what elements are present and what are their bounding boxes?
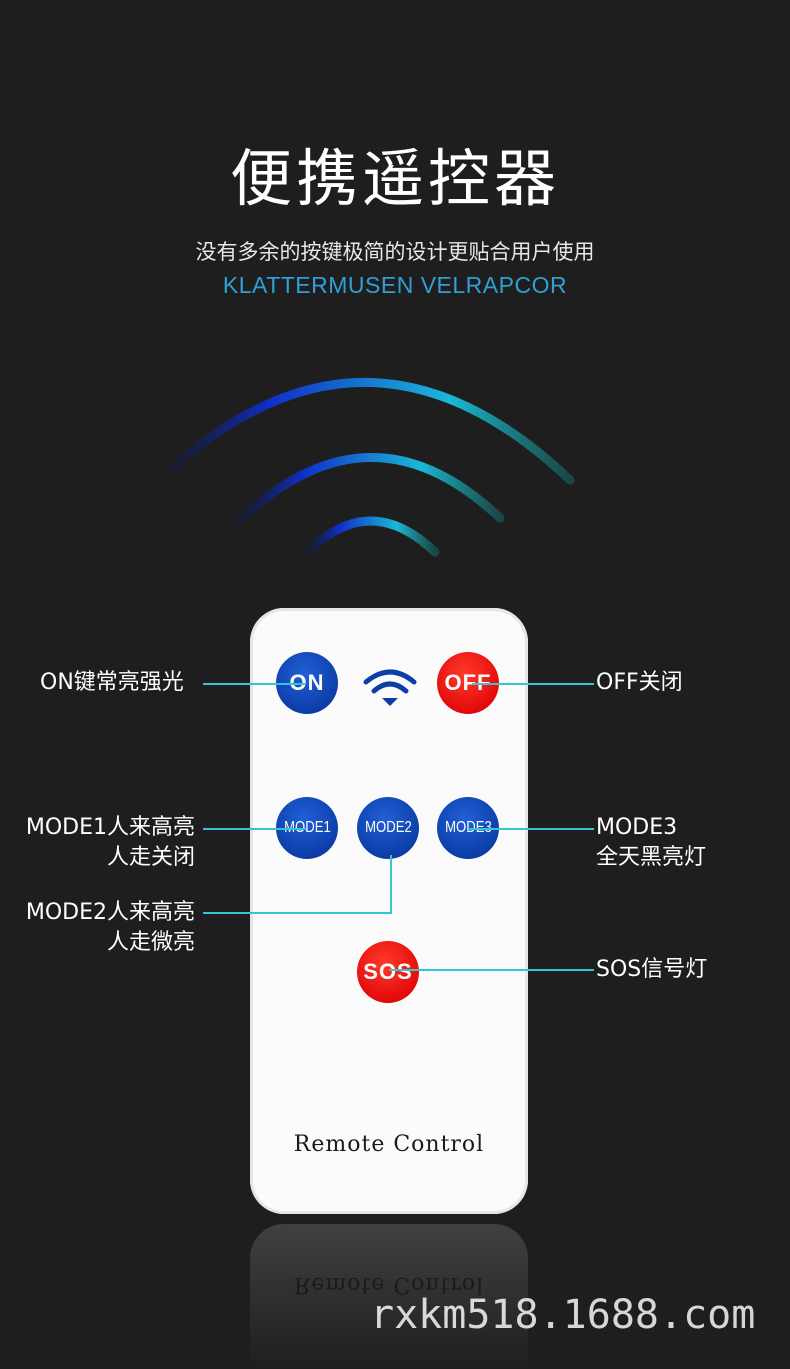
remote-control-body: ON OFF MODE1 MODE2 MODE3 SOS Remote Cont… (250, 608, 528, 1214)
mode2-annotation: MODE2人来高亮 人走微亮 (0, 898, 195, 958)
remote-reflection: Remote Control (250, 1224, 528, 1369)
mode1-annotation-line2: 人走关闭 (106, 845, 195, 870)
remote-control-label: Remote Control (293, 1132, 485, 1157)
sos-button[interactable]: SOS (357, 941, 419, 1003)
on-annotation: ON键常亮强光 (40, 670, 184, 695)
page-title: 便携遥控器 (229, 142, 560, 215)
mode2-annotation-line1: MODE2人来高亮 (25, 900, 195, 925)
sos-leader-line (389, 969, 594, 971)
mode3-annotation-line1: MODE3 (596, 815, 678, 840)
page-subtitle-english: KLATTERMUSEN VELRAPCOR (222, 272, 568, 298)
mode2-leader-line-horizontal (203, 912, 392, 914)
mode1-annotation-line1: MODE1人来高亮 (25, 815, 195, 840)
mode2-button[interactable]: MODE2 (357, 797, 419, 859)
mode3-button-label: MODE3 (445, 819, 492, 837)
mode3-leader-line (468, 828, 594, 830)
mode1-annotation: MODE1人来高亮 人走关闭 (0, 813, 195, 873)
off-annotation: OFF关闭 (596, 670, 683, 695)
mode1-leader-line (203, 828, 306, 830)
wireless-signal-icon (165, 377, 575, 557)
mode2-button-label: MODE2 (364, 819, 412, 836)
watermark-text: rxkm518.1688.com (370, 1292, 756, 1338)
off-leader-line (472, 683, 594, 685)
wifi-icon (363, 669, 417, 706)
mode2-annotation-line2: 人走微亮 (106, 930, 195, 955)
on-leader-line (203, 683, 306, 685)
sos-annotation: SOS信号灯 (596, 957, 708, 982)
mode1-button-label: MODE1 (283, 819, 331, 836)
mode2-leader-line-vertical (390, 855, 392, 914)
mode3-annotation-line2: 全天黑亮灯 (596, 845, 707, 870)
mode3-annotation: MODE3 全天黑亮灯 (596, 813, 706, 873)
page-subtitle: 没有多余的按键极简的设计更贴合用户使用 (195, 240, 595, 264)
